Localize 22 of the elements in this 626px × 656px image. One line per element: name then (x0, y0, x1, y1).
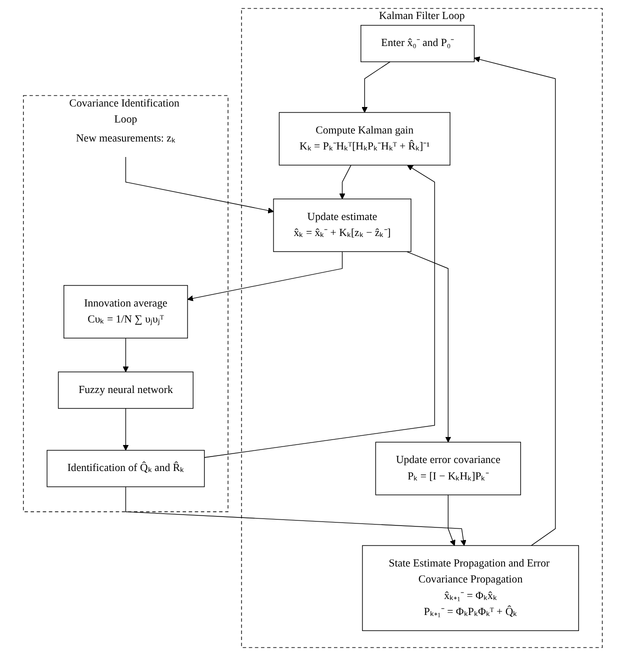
node-box (46, 450, 205, 488)
arrow (448, 494, 456, 546)
node-box (376, 442, 522, 496)
node-box (279, 112, 451, 166)
arrow (474, 56, 556, 546)
node-box (64, 285, 188, 338)
arrow (406, 251, 452, 442)
arrow (126, 486, 466, 546)
node-box (58, 372, 194, 409)
node-box (362, 545, 580, 632)
cluster (23, 95, 229, 512)
node-box (360, 24, 475, 62)
node-box (273, 198, 412, 252)
arrow (122, 408, 129, 451)
arrow (126, 156, 274, 214)
arrow (187, 251, 343, 302)
arrow (339, 164, 352, 200)
node-text: New measurements: zₖ (76, 132, 176, 144)
arrow (122, 338, 129, 372)
arrow (204, 164, 436, 458)
arrow (362, 61, 391, 113)
cluster (241, 8, 603, 648)
